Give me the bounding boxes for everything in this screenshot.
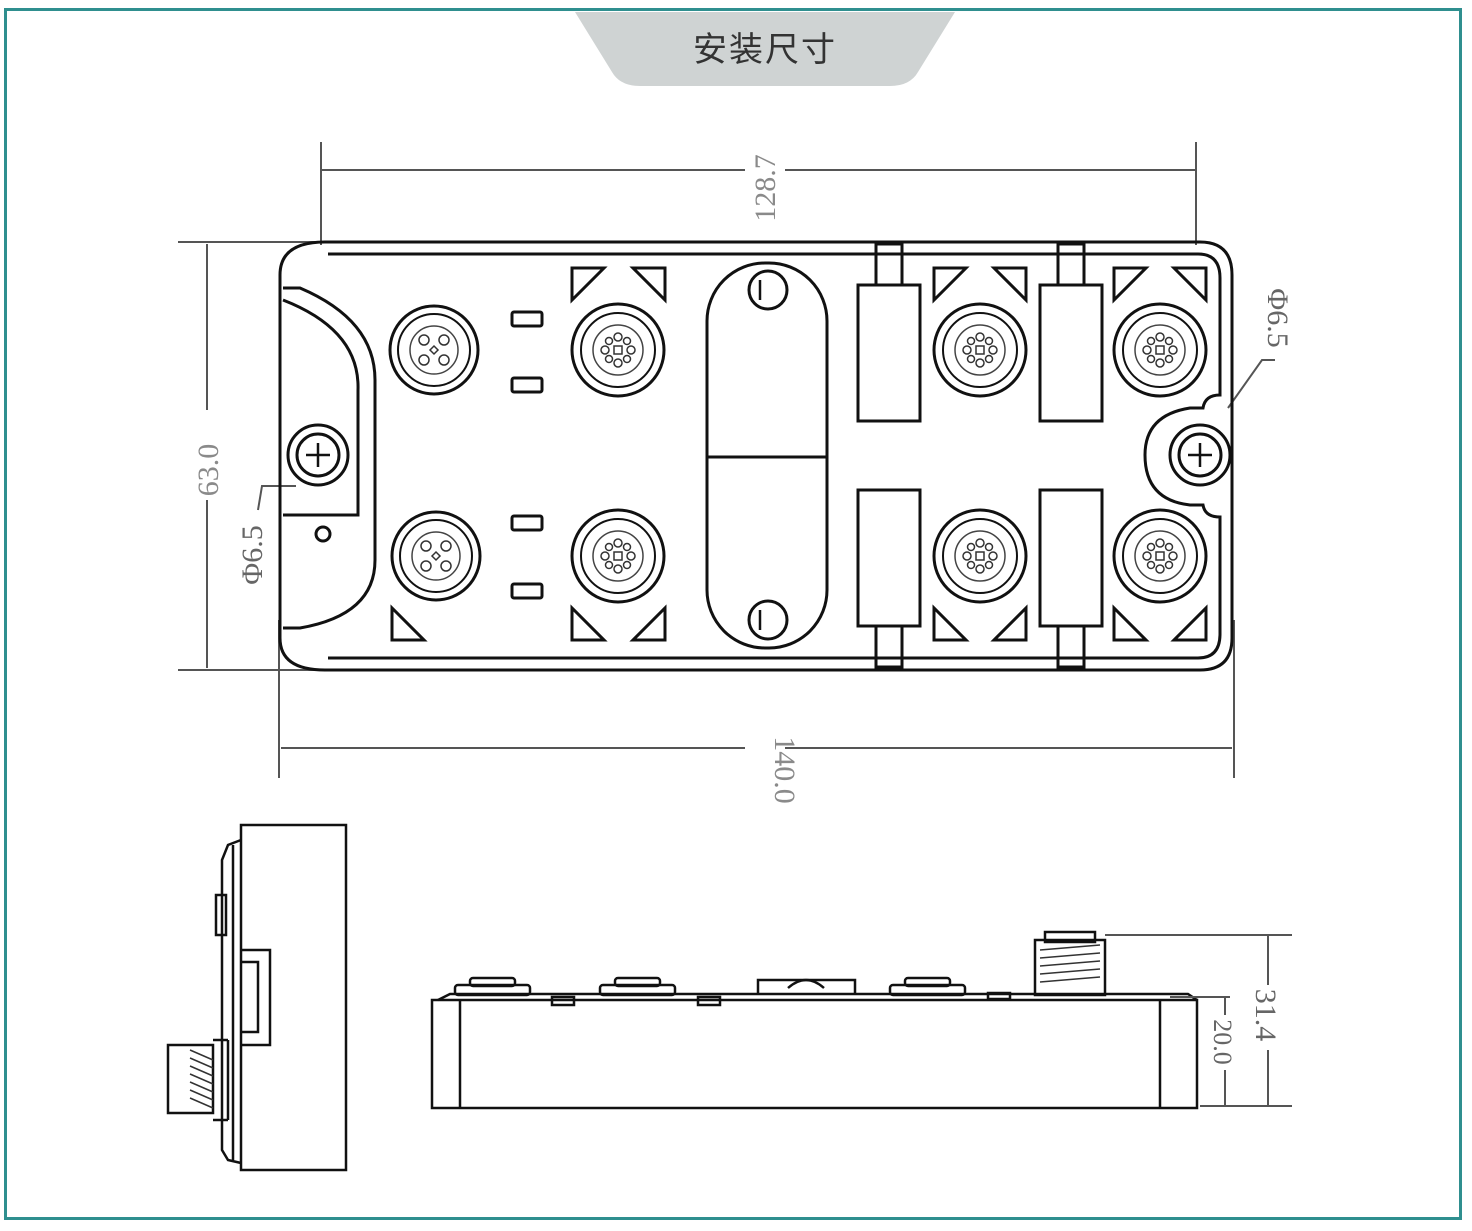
dim-side-body: 20.0 (1208, 1019, 1237, 1065)
mounting-hole-crosshairs (306, 280, 1212, 630)
dim-hole-left: Φ6.5 (236, 525, 269, 584)
side-dimension-lines (1105, 934, 1292, 1107)
dim-height: 63.0 (192, 444, 225, 497)
m12-port-8pin (570, 302, 666, 398)
thread-lines-front (1039, 944, 1101, 983)
m12-port-4pin-bottom (390, 510, 482, 602)
dim-side-total: 31.4 (1249, 989, 1282, 1042)
thread-lines-left (189, 1049, 214, 1109)
m12-port-8pin (932, 508, 1028, 604)
m12-port-4pin-top (388, 304, 480, 396)
dim-bottom-width: 140.0 (768, 736, 801, 804)
m12-port-8pin (1112, 302, 1208, 398)
housing-top-view (278, 240, 1234, 672)
outer-frame (4, 8, 1462, 1220)
side-view-front (430, 930, 1199, 1110)
m12-port-8pin (1112, 508, 1208, 604)
dimension-lines (178, 142, 1275, 778)
m12-port-8pin (570, 508, 666, 604)
side-view-left (166, 823, 348, 1172)
title-tab (575, 12, 955, 86)
page-title: 安装尺寸 (693, 30, 837, 70)
dim-top-width: 128.7 (749, 154, 782, 222)
dim-hole-right: Φ6.5 (1261, 288, 1294, 347)
m12-port-8pin (932, 302, 1028, 398)
alignment-triangles (390, 266, 1208, 642)
